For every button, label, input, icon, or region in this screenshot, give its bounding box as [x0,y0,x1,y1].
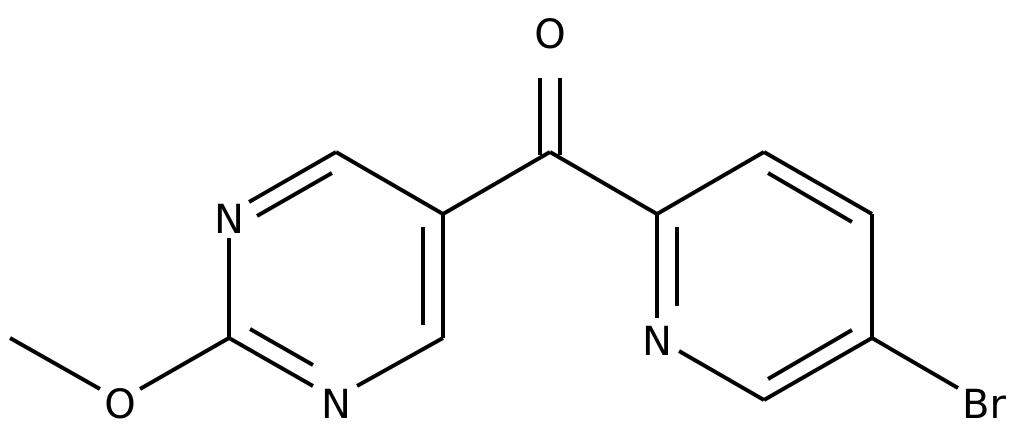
bond-pyrimidine-c2-n1 [228,336,314,388]
bond-carbonyl-pyrimidine [441,150,552,216]
bond-carbonyl-pyridine [548,150,659,216]
atom-label-methoxy-oxygen: O [104,382,135,428]
bonds [9,78,960,402]
bond-pyrimidine-c4-n3-inner [256,171,333,218]
atom-label-pyrimidine-n1: N [321,382,351,428]
atom-label-pyrimidine-n3: N [214,197,244,243]
atom-label-carbonyl-oxygen: O [534,12,565,58]
bond-pyridine-c5-c6 [763,336,873,402]
atom-label-bromine: Br [962,382,1006,428]
bond-pyridine-c3-c4 [763,150,873,216]
bond-pyridine-c2-c3 [655,150,766,216]
atom-labels: O N N O N Br [104,12,1006,428]
bond-pyrimidine-n1-c6 [356,336,444,388]
bond-pyridine-c5-c6-inner [766,328,854,381]
bond-pyrimidine-c2-n1-inner [249,327,314,367]
bond-pyrimidine-c4-n3 [248,150,337,204]
bond-pyrimidine-c5-c4 [334,150,445,216]
atom-label-pyridine-nitrogen: N [642,319,672,365]
bond-pyridine-c6-n1 [678,349,765,402]
bond-pyridine-c3-c4-inner [766,171,854,224]
bond-c2-methoxy-oxygen [139,336,230,391]
bond-methoxy-oxygen-methyl [9,336,101,391]
bond-c5-bromine [870,336,960,390]
